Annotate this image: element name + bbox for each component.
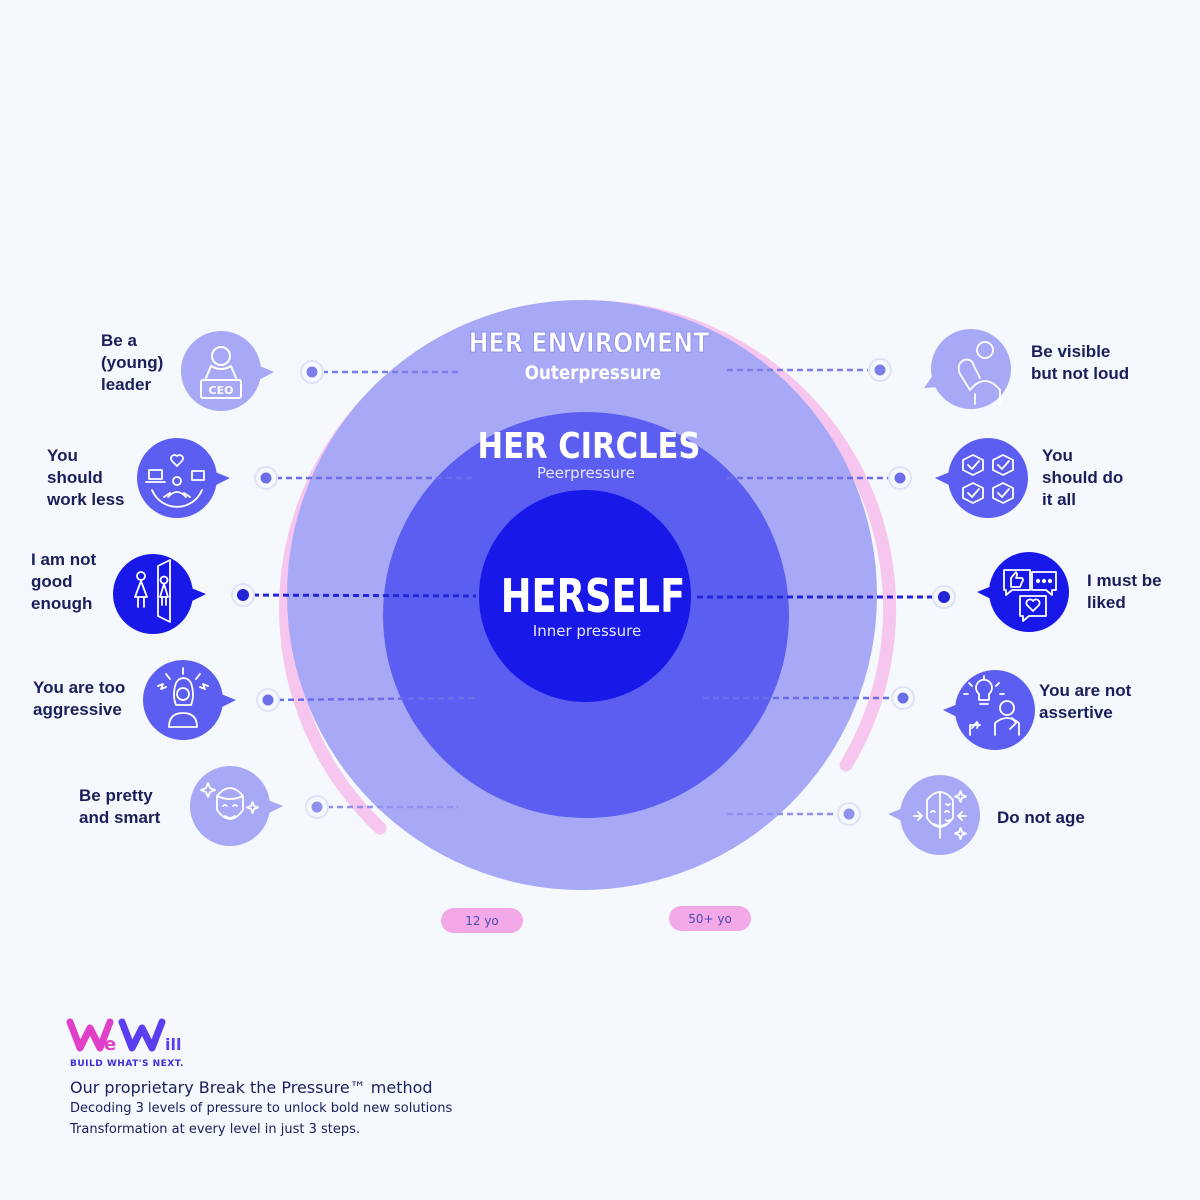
likes-chat-icon bbox=[977, 552, 1069, 632]
age-pill-old bbox=[669, 906, 751, 931]
inner-ring-subtitle: Inner pressure bbox=[533, 622, 641, 640]
label-right-3: I must be liked bbox=[1087, 571, 1162, 612]
svg-text:CEO: CEO bbox=[209, 384, 234, 397]
beauty-face-icon bbox=[190, 766, 283, 846]
label-right-2: You should do it all bbox=[1042, 446, 1124, 509]
age-pill-young bbox=[441, 908, 523, 933]
inner-ring bbox=[479, 490, 691, 702]
work-life-balance-icon bbox=[137, 438, 230, 518]
footer-heading: Our proprietary Break the Pressure™ meth… bbox=[70, 1078, 433, 1097]
mirror-reflection-icon bbox=[113, 554, 206, 634]
label-left-5: Be pretty and smart bbox=[79, 786, 161, 827]
stressed-woman-icon bbox=[143, 660, 236, 740]
label-left-3: I am not good enough bbox=[31, 550, 97, 613]
connectors bbox=[242, 368, 944, 816]
svg-text:e: e bbox=[104, 1034, 116, 1055]
face-aging-icon bbox=[888, 775, 980, 855]
strong-woman-icon bbox=[924, 329, 1011, 409]
checklist-icon bbox=[935, 438, 1028, 518]
ceo-leader-icon: CEO bbox=[181, 331, 274, 411]
brand-tagline: BUILD WHAT'S NEXT. bbox=[70, 1059, 184, 1069]
label-left-1: Be a (young) leader bbox=[101, 331, 164, 394]
footer-line-1: Decoding 3 levels of pressure to unlock … bbox=[70, 1101, 453, 1116]
age-pill-young-label: 12 yo bbox=[465, 914, 499, 928]
svg-text:ill: ill bbox=[165, 1035, 181, 1054]
idea-people-icon bbox=[943, 670, 1035, 750]
footer-line-2: Transformation at every level in just 3 … bbox=[70, 1122, 361, 1137]
label-left-2: You should work less bbox=[47, 446, 125, 509]
outer-ring-subtitle: Outerpressure bbox=[525, 362, 661, 384]
inner-ring-title: HERSELF bbox=[501, 569, 685, 623]
age-pill-old-label: 50+ yo bbox=[688, 912, 732, 926]
connector-left-4 bbox=[267, 696, 477, 702]
wewill-logo: e ill bbox=[66, 1018, 181, 1055]
middle-ring-subtitle: Peerpressure bbox=[537, 464, 635, 482]
outer-ring-title: HER ENVIROMENT bbox=[469, 327, 710, 359]
label-right-1: Be visible but not loud bbox=[1031, 342, 1130, 383]
endpoint-dots bbox=[231, 358, 956, 826]
connector-left-3 bbox=[242, 593, 477, 598]
label-right-5: Do not age bbox=[997, 808, 1085, 827]
label-right-4: You are not assertive bbox=[1039, 681, 1132, 722]
label-left-4: You are too aggressive bbox=[33, 678, 126, 719]
middle-ring-title: HER CIRCLES bbox=[478, 425, 701, 467]
